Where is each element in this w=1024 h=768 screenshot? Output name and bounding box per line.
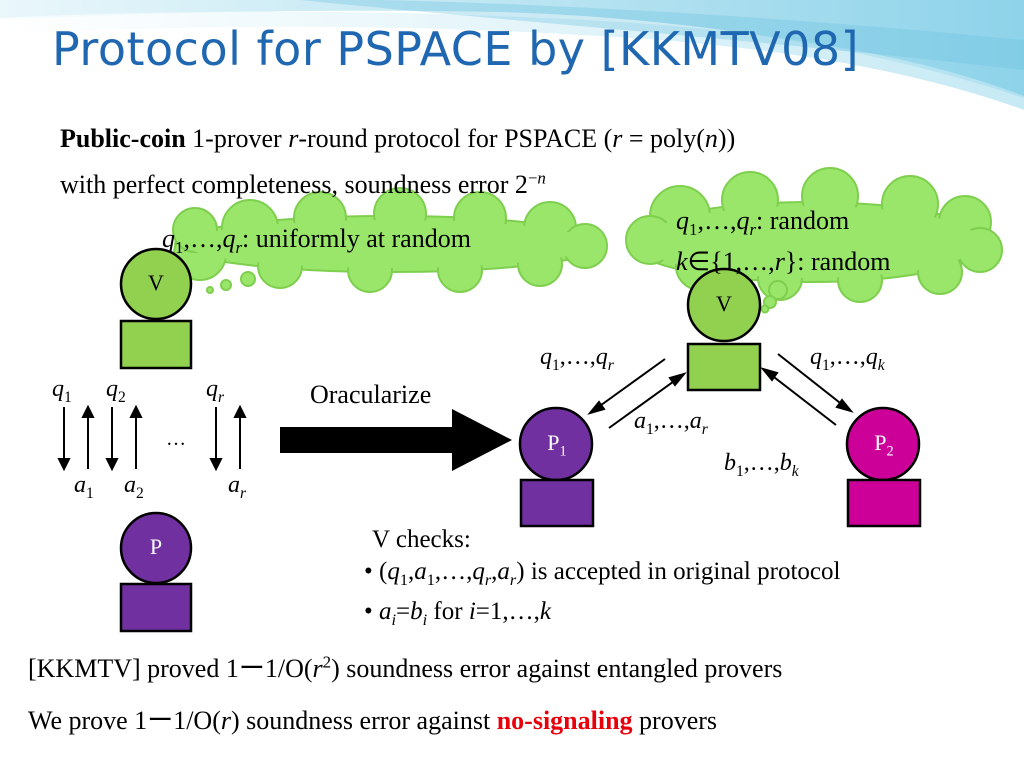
bottom-line-2: We prove 1ー1/O(r) soundness error agains… (28, 706, 718, 735)
prover-1 (518, 406, 595, 528)
verifier-prover-arrows (587, 353, 854, 429)
page-title: Protocol for PSPACE by [KKMTV08] (52, 22, 860, 76)
label-q1-qk: q1,…,qk (810, 344, 885, 374)
left-prover (119, 511, 193, 633)
cloud-right-line-1: q1,…,qr: random (676, 206, 850, 240)
label-q2: q2 (106, 376, 126, 406)
intro-line-2: with perfect completeness, soundness err… (60, 168, 546, 199)
cloud-left-text: q1,…,qr: uniformly at random (162, 224, 471, 258)
left-verifier (119, 247, 193, 370)
bottom-line-1: [KKMTV] proved 1ー1/O(r2) soundness error… (28, 652, 783, 683)
label-b1-bk: b1,…,bk (724, 450, 799, 480)
thought-cloud-left (172, 187, 608, 294)
label-ar: ar (228, 472, 247, 502)
prover-2-label: P2 (874, 430, 894, 460)
label-dots: … (166, 428, 186, 450)
intro-line-1: Public-coin 1-prover r-round protocol fo… (60, 124, 736, 153)
check-item-2: • ai=bi for i=1,…,k (364, 598, 551, 629)
oracularize-label: Oracularize (310, 380, 432, 409)
cloud-right-line-2: k∈{1,…,r}: random (676, 247, 891, 276)
right-verifier-label: V (716, 291, 732, 316)
intro-public-coin: Public-coin (60, 124, 186, 153)
label-qr: qr (206, 376, 225, 406)
left-prover-label: P (149, 534, 163, 559)
prover-1-label: P1 (547, 430, 567, 460)
header-wave-decoration (0, 0, 1024, 110)
label-a1: a1 (74, 472, 94, 502)
label-q1: q1 (52, 376, 72, 406)
thought-cloud-right (625, 167, 1003, 314)
label-q1-qr: q1,…,qr (540, 344, 614, 374)
prover-2 (845, 406, 922, 528)
label-a2: a2 (124, 472, 144, 502)
oracularize-arrow (280, 409, 512, 471)
check-item-1: • (q1,a1,…,qr,ar) is accepted in origina… (364, 558, 841, 589)
left-verifier-label: V (148, 270, 164, 295)
checks-header: V checks: (372, 526, 471, 553)
left-message-arrows (57, 404, 247, 472)
label-a1-ar: a1,…,ar (634, 408, 708, 438)
no-signaling-highlight: no-signaling (496, 706, 633, 735)
right-verifier (686, 267, 762, 392)
